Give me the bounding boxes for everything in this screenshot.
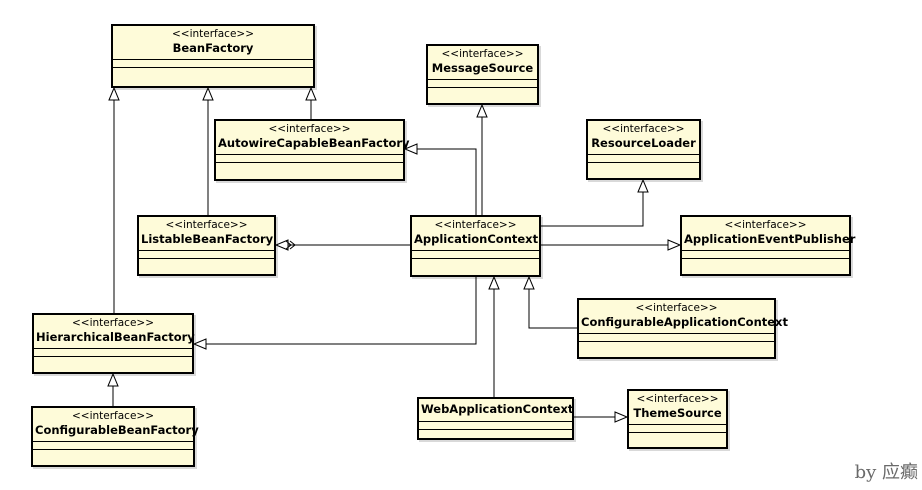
stereotype-label: <<interface>> [268, 123, 351, 135]
operations-section [34, 357, 192, 364]
class-name: HierarchicalBeanFactory [36, 330, 195, 344]
edge-appctx-to-resourceloader [541, 180, 643, 227]
class-themesource[interactable]: <<interface>> ThemeSource [627, 389, 728, 449]
operations-section [428, 88, 537, 95]
class-name: BeanFactory [172, 41, 254, 55]
attributes-section [139, 251, 274, 259]
class-name: ResourceLoader [591, 136, 696, 150]
stereotype-label: <<interface>> [71, 410, 155, 422]
class-applicationeventpublisher[interactable]: <<interface>> ApplicationEventPublisher [680, 215, 856, 276]
class-applicationcontext[interactable]: <<interface>> ApplicationContext [410, 215, 541, 277]
stereotype-label: <<interface>> [441, 48, 524, 60]
class-name: ApplicationContext [414, 232, 539, 246]
edge-listable-double-chevron [285, 240, 296, 250]
operations-section [412, 259, 539, 266]
class-name: ConfigurableApplicationContext [581, 315, 788, 329]
class-listablebeanfactory[interactable]: <<interface>> ListableBeanFactory [137, 215, 276, 276]
attributes-section [216, 155, 403, 163]
class-resourceloader[interactable]: <<interface>> ResourceLoader [586, 119, 701, 180]
attributes-section [682, 251, 849, 259]
operations-section [113, 68, 313, 75]
operations-section [682, 259, 849, 266]
operations-section [419, 430, 572, 437]
stereotype-label: <<interface>> [636, 393, 719, 405]
class-messagesource[interactable]: <<interface>> MessageSource [426, 44, 539, 105]
class-name: MessageSource [431, 61, 534, 75]
class-name: ApplicationEventPublisher [684, 232, 856, 246]
class-configurablebeanfactory[interactable]: <<interface>> ConfigurableBeanFactory [31, 406, 199, 467]
operations-section [588, 163, 699, 170]
operations-section [33, 450, 193, 457]
class-hierarchicalbeanfactory[interactable]: <<interface>> HierarchicalBeanFactory [32, 313, 195, 374]
attributes-section [419, 422, 572, 430]
stereotype-label: <<interface>> [635, 302, 718, 314]
author-watermark: by 应癫 [854, 462, 918, 483]
class-configurableapplicationcontext[interactable]: <<interface>> ConfigurableApplicationCon… [577, 298, 788, 359]
edge-appctx-to-autowire [405, 149, 477, 215]
attributes-section [579, 334, 774, 342]
stereotype-label: <<interface>> [434, 219, 517, 231]
attributes-section [113, 60, 313, 68]
operations-section [579, 342, 774, 349]
edge-appctx-to-hierarchical [194, 277, 477, 344]
edge-configappctx-to-appctx [529, 277, 577, 329]
class-name: WebApplicationContext [421, 402, 574, 416]
operations-section [629, 433, 726, 440]
class-webapplicationcontext[interactable]: WebApplicationContext [417, 397, 574, 440]
class-autowirecapablebeanfactory[interactable]: <<interface>> AutowireCapableBeanFactory [214, 119, 410, 181]
attributes-section [34, 349, 192, 357]
stereotype-label: <<interface>> [724, 219, 807, 231]
stereotype-label: <<interface>> [165, 219, 248, 231]
attributes-section [629, 425, 726, 433]
operations-section [139, 259, 274, 266]
stereotype-label: <<interface>> [71, 317, 155, 329]
attributes-section [588, 155, 699, 163]
attributes-section [412, 251, 539, 259]
class-beanfactory[interactable]: <<interface>> BeanFactory [111, 24, 315, 88]
attributes-section [33, 442, 193, 450]
class-name: AutowireCapableBeanFactory [218, 136, 410, 150]
class-name: ThemeSource [633, 406, 722, 420]
operations-section [216, 163, 403, 170]
class-name: ConfigurableBeanFactory [35, 423, 199, 437]
stereotype-label: <<interface>> [602, 123, 685, 135]
class-name: ListableBeanFactory [141, 232, 274, 246]
stereotype-label: <<interface>> [171, 28, 255, 40]
attributes-section [428, 80, 537, 88]
